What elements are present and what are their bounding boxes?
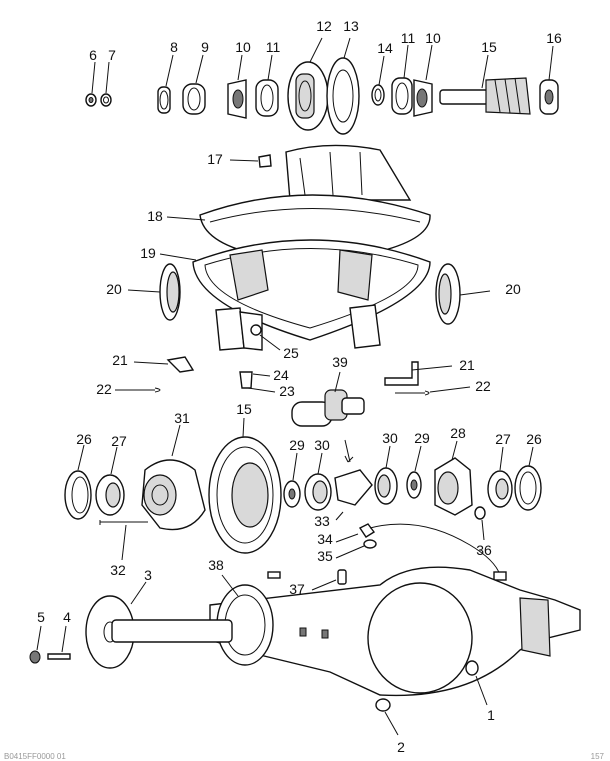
callout-32: 32 (110, 562, 126, 578)
callout-38: 38 (208, 557, 224, 573)
part-20-adjuster-right (435, 263, 461, 325)
part-27-cone-left (95, 474, 125, 516)
callout-16: 16 (546, 30, 562, 46)
part-15b-ring-gear (208, 436, 282, 554)
part-12-bearing-cage (287, 61, 329, 131)
callout-37: 37 (289, 581, 305, 597)
callout-30a: 30 (314, 437, 330, 453)
part-39-spider (291, 389, 365, 427)
part-10-bearing-cone (227, 79, 247, 119)
callout-31: 31 (174, 410, 190, 426)
callout-29b: 29 (414, 430, 430, 446)
part-34-sensor (358, 523, 507, 581)
callout-14: 14 (377, 40, 393, 56)
connector (267, 571, 281, 579)
part-11-bearing-cup (255, 79, 279, 117)
footer-code: B0415FF0000 01 (4, 752, 66, 761)
part-16-pilot-bearing (539, 79, 559, 115)
callout-35: 35 (317, 548, 333, 564)
part-9-bearing-cup (182, 83, 206, 115)
callout-36: 36 (476, 542, 492, 558)
callout-12: 12 (316, 18, 332, 34)
callout-11b: 11 (401, 30, 416, 46)
callout-21a: 21 (112, 352, 128, 368)
part-22-cotter-left (138, 387, 161, 393)
part-32-bolt (99, 520, 148, 525)
callout-22a: 22 (96, 381, 112, 397)
callout-13: 13 (343, 18, 359, 34)
part-26-cup-left (64, 470, 92, 520)
part-7-washer (100, 93, 112, 107)
callout-4: 4 (63, 609, 71, 625)
part-37-pin (337, 569, 347, 585)
part-5-nut (29, 650, 41, 664)
part-22-cotter-right (395, 390, 430, 396)
callout-24: 24 (273, 367, 289, 383)
part-29-thrust-washer-right (406, 471, 422, 499)
part-27-cone-right (487, 470, 513, 508)
part-30-side-gear-left (304, 473, 332, 511)
callout-39: 39 (332, 354, 348, 370)
callout-5: 5 (37, 609, 45, 625)
callout-15: 15 (481, 39, 497, 55)
part-31-case-half (141, 459, 206, 531)
callout-15b: 15 (236, 401, 252, 417)
callout-18: 18 (147, 208, 163, 224)
part-21-lock-left (166, 356, 195, 373)
callout-30b: 30 (382, 430, 398, 446)
part-2-drain-plug (375, 698, 391, 712)
part-6-nut (85, 93, 97, 107)
callout-10: 10 (235, 39, 251, 55)
part-15-drive-pinion (439, 77, 531, 115)
part-28-case-half (434, 457, 473, 516)
part-10b-bearing-cone (413, 79, 433, 117)
callout-28: 28 (450, 425, 466, 441)
callout-27a: 27 (111, 433, 127, 449)
callout-27b: 27 (495, 431, 511, 447)
callout-20b: 20 (505, 281, 521, 297)
callout-17: 17 (207, 151, 223, 167)
callout-10b: 10 (425, 30, 441, 46)
callout-33: 33 (314, 513, 330, 529)
part-4-stud (47, 653, 71, 660)
callout-23: 23 (279, 383, 295, 399)
callout-26b: 26 (526, 431, 542, 447)
part-3-axle-shaft (85, 595, 233, 669)
callout-20a: 20 (106, 281, 122, 297)
callout-9: 9 (201, 39, 209, 55)
part-1-breather (465, 660, 479, 676)
callout-7: 7 (108, 47, 116, 63)
part-35-washer (363, 539, 377, 549)
part-24-fitting (239, 371, 253, 389)
part-20-adjuster-left (159, 263, 181, 321)
part-21-lock-right (384, 361, 419, 386)
callout-3: 3 (144, 567, 152, 583)
part-14-spacer (371, 84, 385, 106)
part-8-bearing-cup (157, 86, 171, 114)
callout-2: 2 (397, 739, 405, 755)
callout-8: 8 (170, 39, 178, 55)
callout-1: 1 (487, 707, 495, 723)
footer-page: 157 (590, 752, 604, 761)
part-33-pinion-mate (334, 469, 373, 506)
part-38-axle-housing (209, 566, 581, 697)
callout-29a: 29 (289, 437, 305, 453)
part-36-plug (474, 506, 486, 520)
part-26-cup-right (514, 465, 542, 511)
callout-11: 11 (266, 39, 281, 55)
part-30-side-gear-right (374, 467, 398, 505)
part-11b-bearing-cup (391, 77, 413, 115)
part-29-thrust-washer-left (283, 480, 301, 508)
callout-21b: 21 (459, 357, 475, 373)
part-13-shim (326, 57, 360, 135)
callout-34: 34 (317, 531, 333, 547)
callout-22b: 22 (475, 378, 491, 394)
part-17-plug (258, 154, 272, 168)
callout-25: 25 (283, 345, 299, 361)
callout-19: 19 (140, 245, 156, 261)
callout-6: 6 (89, 47, 97, 63)
callout-26a: 26 (76, 431, 92, 447)
part-25-plug (250, 324, 262, 336)
